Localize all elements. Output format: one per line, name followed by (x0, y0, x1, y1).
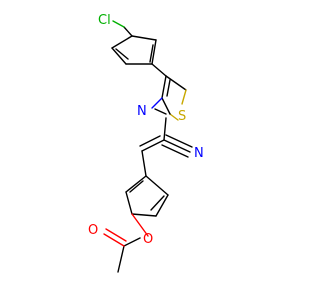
carbonyl-methyl-bond (117, 245, 125, 273)
vinyl-double-bond (141, 139, 165, 152)
chlorine-atom-label: Cl (98, 13, 111, 28)
nitrile-nitrogen-label: N (194, 146, 204, 161)
nitrile-triple-b (165, 134, 193, 148)
thiazole-vinyl-bond (163, 117, 167, 141)
sulfur-atom-label: S (178, 109, 186, 124)
carbonyl-double-bond-a (103, 233, 125, 247)
aryl-oxygen-bond (131, 213, 149, 237)
chlorophenyl-ring (111, 26, 157, 65)
oxygen-carbonyl-bond (123, 237, 141, 247)
chemical-structure: Cl S N N O O (88, 13, 204, 273)
vinyl-double-bond-inner (139, 135, 161, 147)
thiazole-ring (151, 75, 187, 121)
aryl-thiazole-bond (151, 63, 167, 77)
thiazole-nitrogen-label: N (137, 104, 147, 119)
carbonyl-double-bond-b (105, 228, 127, 242)
phenyl-ester-ring (125, 150, 169, 217)
carbonyl-oxygen-label: O (88, 223, 98, 238)
nitrile-triple-a (161, 144, 189, 158)
carbon-chlorine-bond (112, 20, 125, 28)
ester-oxygen-label: O (143, 232, 153, 247)
nitrile-bond (163, 139, 191, 153)
